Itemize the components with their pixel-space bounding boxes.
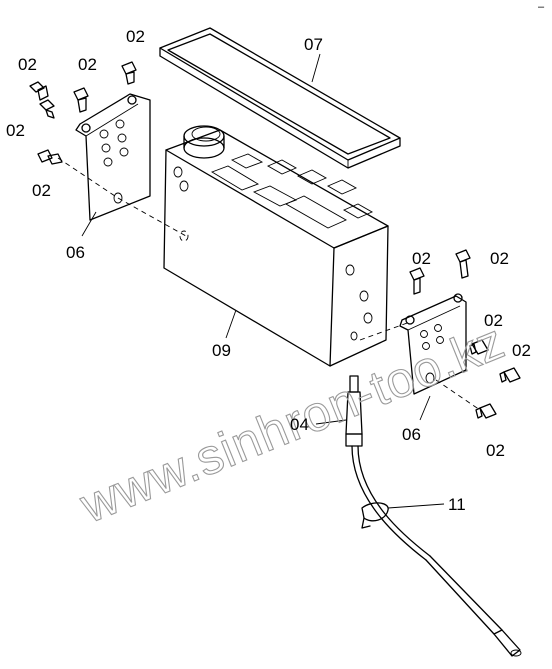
tray-cover (159, 27, 401, 169)
callout-bolt-left-mid: 02 (6, 121, 25, 140)
callout-clamp: 11 (448, 495, 466, 514)
callout-bolt-right-c: 02 (484, 311, 503, 330)
callout-bolt-right-e: 02 (486, 441, 505, 460)
sensor-cable (345, 375, 522, 657)
corner-mark: – (538, 1, 545, 13)
bolt-icon (37, 149, 63, 165)
bolts (29, 61, 521, 419)
bolt-icon (121, 61, 137, 85)
callout-bolt-right-a: 02 (412, 249, 431, 268)
bolt-icon (409, 267, 425, 295)
callout-bolt-left-stud-b: 02 (126, 27, 145, 46)
callout-bolt-right-d: 02 (512, 341, 531, 360)
bolt-icon (39, 99, 55, 119)
bolt-icon (469, 339, 489, 355)
callout-bolt-left-top: 02 (18, 55, 37, 74)
electrical-box (163, 125, 389, 367)
bolt-icon (73, 87, 89, 113)
bolt-icon (499, 367, 521, 383)
callout-sensor: 04 (290, 415, 309, 434)
callout-cover: 07 (304, 35, 323, 54)
bracket-left (75, 93, 151, 221)
callout-bolt-left-stud-a: 02 (78, 55, 97, 74)
callout-box: 09 (212, 341, 231, 360)
bolt-icon (455, 249, 471, 279)
callout-bracket-left: 06 (66, 243, 85, 262)
callout-bracket-right: 06 (402, 425, 421, 444)
callout-bolt-right-b: 02 (490, 249, 509, 268)
bolt-icon (475, 403, 497, 419)
bolt-icon (29, 81, 49, 101)
leader-lines (57, 53, 481, 509)
bracket-right (399, 293, 467, 395)
callout-bolt-left-low: 02 (32, 181, 51, 200)
